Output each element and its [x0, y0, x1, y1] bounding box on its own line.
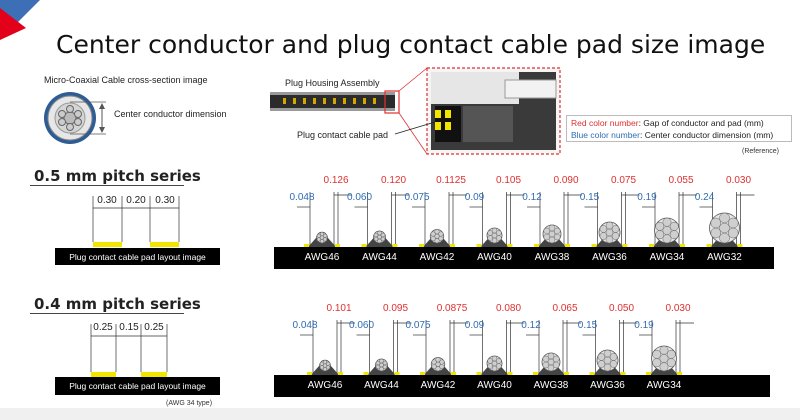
awg-cable-awg32: [699, 192, 755, 247]
center-conductor-dimension-label: Center conductor dimension: [114, 109, 227, 119]
conductor-value-awg42: 0.075: [405, 320, 431, 331]
awg-label-awg32: AWG32: [707, 252, 742, 263]
conductor-value-awg44: 0.060: [346, 192, 373, 203]
conductor-value-awg46: 0.048: [289, 192, 315, 203]
conductor-value-awg38: 0.12: [522, 192, 542, 203]
series-04-dim-2: 0.15: [119, 322, 139, 333]
awg-label-awg40: AWG40: [477, 380, 512, 391]
awg-cable-awg36: [582, 320, 638, 375]
series-04-pad-layout: [90, 324, 168, 377]
series-05-pad-layout: [92, 196, 180, 247]
page-title: Center conductor and plug contact cable …: [56, 30, 766, 59]
conductor-value-awg40: 0.09: [464, 192, 485, 203]
awg-cable-awg42: [413, 320, 468, 375]
awg-cable-awg38: [527, 192, 582, 247]
awg-label-awg44: AWG44: [362, 252, 397, 263]
gap-value-awg34: 0.030: [665, 303, 691, 314]
awg-cable-awg34: [642, 192, 697, 247]
awg-label-awg44: AWG44: [364, 380, 399, 391]
series-05-underline: [30, 185, 184, 186]
awg-cable-awg34: [639, 320, 694, 375]
legend-blue-key: Blue color number: [571, 130, 640, 140]
gap-value-awg38: 0.090: [553, 175, 579, 186]
series-04-pad-caption: Plug contact cable pad layout image: [55, 377, 220, 395]
plug-contact-pad-label: Plug contact cable pad: [297, 130, 389, 140]
series-04-awg-band: [274, 375, 770, 397]
series-05-pad-caption: Plug contact cable pad layout image: [55, 248, 220, 265]
conductor-value-awg32: 0.24: [694, 192, 715, 203]
awg-label-awg40: AWG40: [477, 252, 512, 263]
legend-red-text: : Gap of conductor and pad (mm): [638, 118, 764, 128]
gap-value-awg34: 0.055: [668, 175, 694, 186]
awg-cable-awg36: [584, 192, 640, 247]
gap-value-awg44: 0.120: [380, 175, 407, 186]
series-05-dim-2: 0.20: [126, 195, 146, 206]
awg-cable-awg44: [356, 320, 412, 375]
series-05-title: 0.5 mm pitch series: [34, 167, 201, 185]
conductor-value-awg36: 0.15: [577, 320, 598, 331]
awg-label-awg38: AWG38: [534, 252, 570, 263]
awg-label-awg36: AWG36: [592, 252, 627, 263]
gap-value-awg42: 0.0875: [436, 303, 468, 314]
awg-cable-awg46: [300, 320, 355, 375]
series-05-dim-3: 0.30: [155, 195, 175, 206]
cross-section-label: Micro-Coaxial Cable cross-section image: [44, 75, 208, 85]
conductor-value-awg36: 0.15: [579, 192, 600, 203]
legend-blue-text: : Center conductor dimension (mm): [639, 130, 774, 140]
gap-value-awg38: 0.065: [552, 303, 578, 314]
awg-label-awg46: AWG46: [304, 252, 340, 263]
awg-label-awg36: AWG36: [590, 380, 625, 391]
gap-value-awg36: 0.075: [610, 175, 637, 186]
gap-value-awg46: 0.126: [323, 175, 349, 186]
awg-cable-awg40: [469, 192, 525, 247]
gap-value-awg46: 0.101: [326, 303, 352, 314]
awg-cable-awg44: [354, 192, 410, 247]
cable-cross-section-illustration: [44, 92, 106, 144]
series-04-dim-1: 0.25: [93, 322, 113, 333]
awg-label-awg46: AWG46: [307, 380, 343, 391]
plug-housing-illustration: [270, 67, 561, 155]
awg-label-awg34: AWG34: [649, 252, 685, 263]
series-04-note: (AWG 34 type): [166, 400, 213, 407]
awg-cable-awg46: [297, 192, 352, 247]
legend-red-key: Red color number: [571, 118, 639, 128]
conductor-value-awg40: 0.09: [464, 320, 485, 331]
brand-corner-logo: [0, 0, 40, 40]
awg-label-awg38: AWG38: [533, 380, 569, 391]
awg-label-awg42: AWG42: [419, 252, 455, 263]
series-04-title: 0.4 mm pitch series: [34, 295, 201, 313]
awg-cable-awg40: [469, 320, 525, 375]
gap-value-awg40: 0.080: [495, 303, 522, 314]
conductor-value-awg42: 0.075: [404, 192, 430, 203]
gap-value-awg32: 0.030: [725, 175, 752, 186]
gap-value-awg36: 0.050: [608, 303, 635, 314]
gap-value-awg40: 0.105: [495, 175, 522, 186]
gap-value-awg42: 0.1125: [436, 175, 466, 186]
gap-value-awg44: 0.095: [382, 303, 409, 314]
series-05-awg-band: [274, 247, 774, 269]
series-04-dim-3: 0.25: [144, 322, 164, 333]
series-04-underline: [30, 313, 184, 314]
reference-note: (Reference): [742, 148, 779, 155]
awg-cable-awg42: [412, 192, 467, 247]
awg-label-awg42: AWG42: [420, 380, 456, 391]
conductor-value-awg44: 0.060: [348, 320, 375, 331]
color-legend: Red color number: Gap of conductor and p…: [566, 115, 792, 142]
housing-assembly-label: Plug Housing Assembly: [285, 78, 380, 88]
awg-cable-awg38: [526, 320, 581, 375]
awg-label-awg34: AWG34: [646, 380, 682, 391]
bottom-strip: [0, 408, 800, 420]
conductor-value-awg34: 0.19: [634, 320, 654, 331]
series-05-dim-1: 0.30: [97, 195, 117, 206]
conductor-value-awg46: 0.048: [292, 320, 318, 331]
conductor-value-awg34: 0.19: [637, 192, 657, 203]
conductor-value-awg38: 0.12: [521, 320, 541, 331]
